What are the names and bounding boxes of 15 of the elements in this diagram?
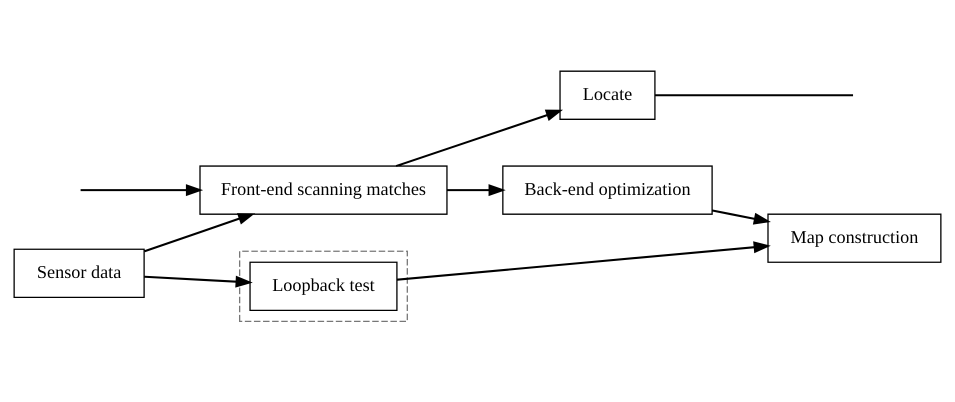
node-box: Front-end scanning matches	[199, 164, 448, 214]
node-box: Back-end optimization	[502, 164, 713, 214]
node-box: Locate	[559, 70, 656, 120]
arrow	[144, 275, 253, 288]
arrow	[446, 184, 506, 196]
arrow	[80, 184, 204, 196]
node-box: Sensor data	[13, 248, 145, 298]
node-box: Loopback test	[249, 261, 398, 310]
arrow	[712, 209, 771, 224]
node-box: Map construction	[767, 213, 942, 262]
connector	[655, 94, 854, 96]
arrow	[144, 212, 256, 252]
cluster	[239, 250, 408, 322]
arrow	[396, 109, 563, 167]
arrow	[397, 240, 771, 280]
